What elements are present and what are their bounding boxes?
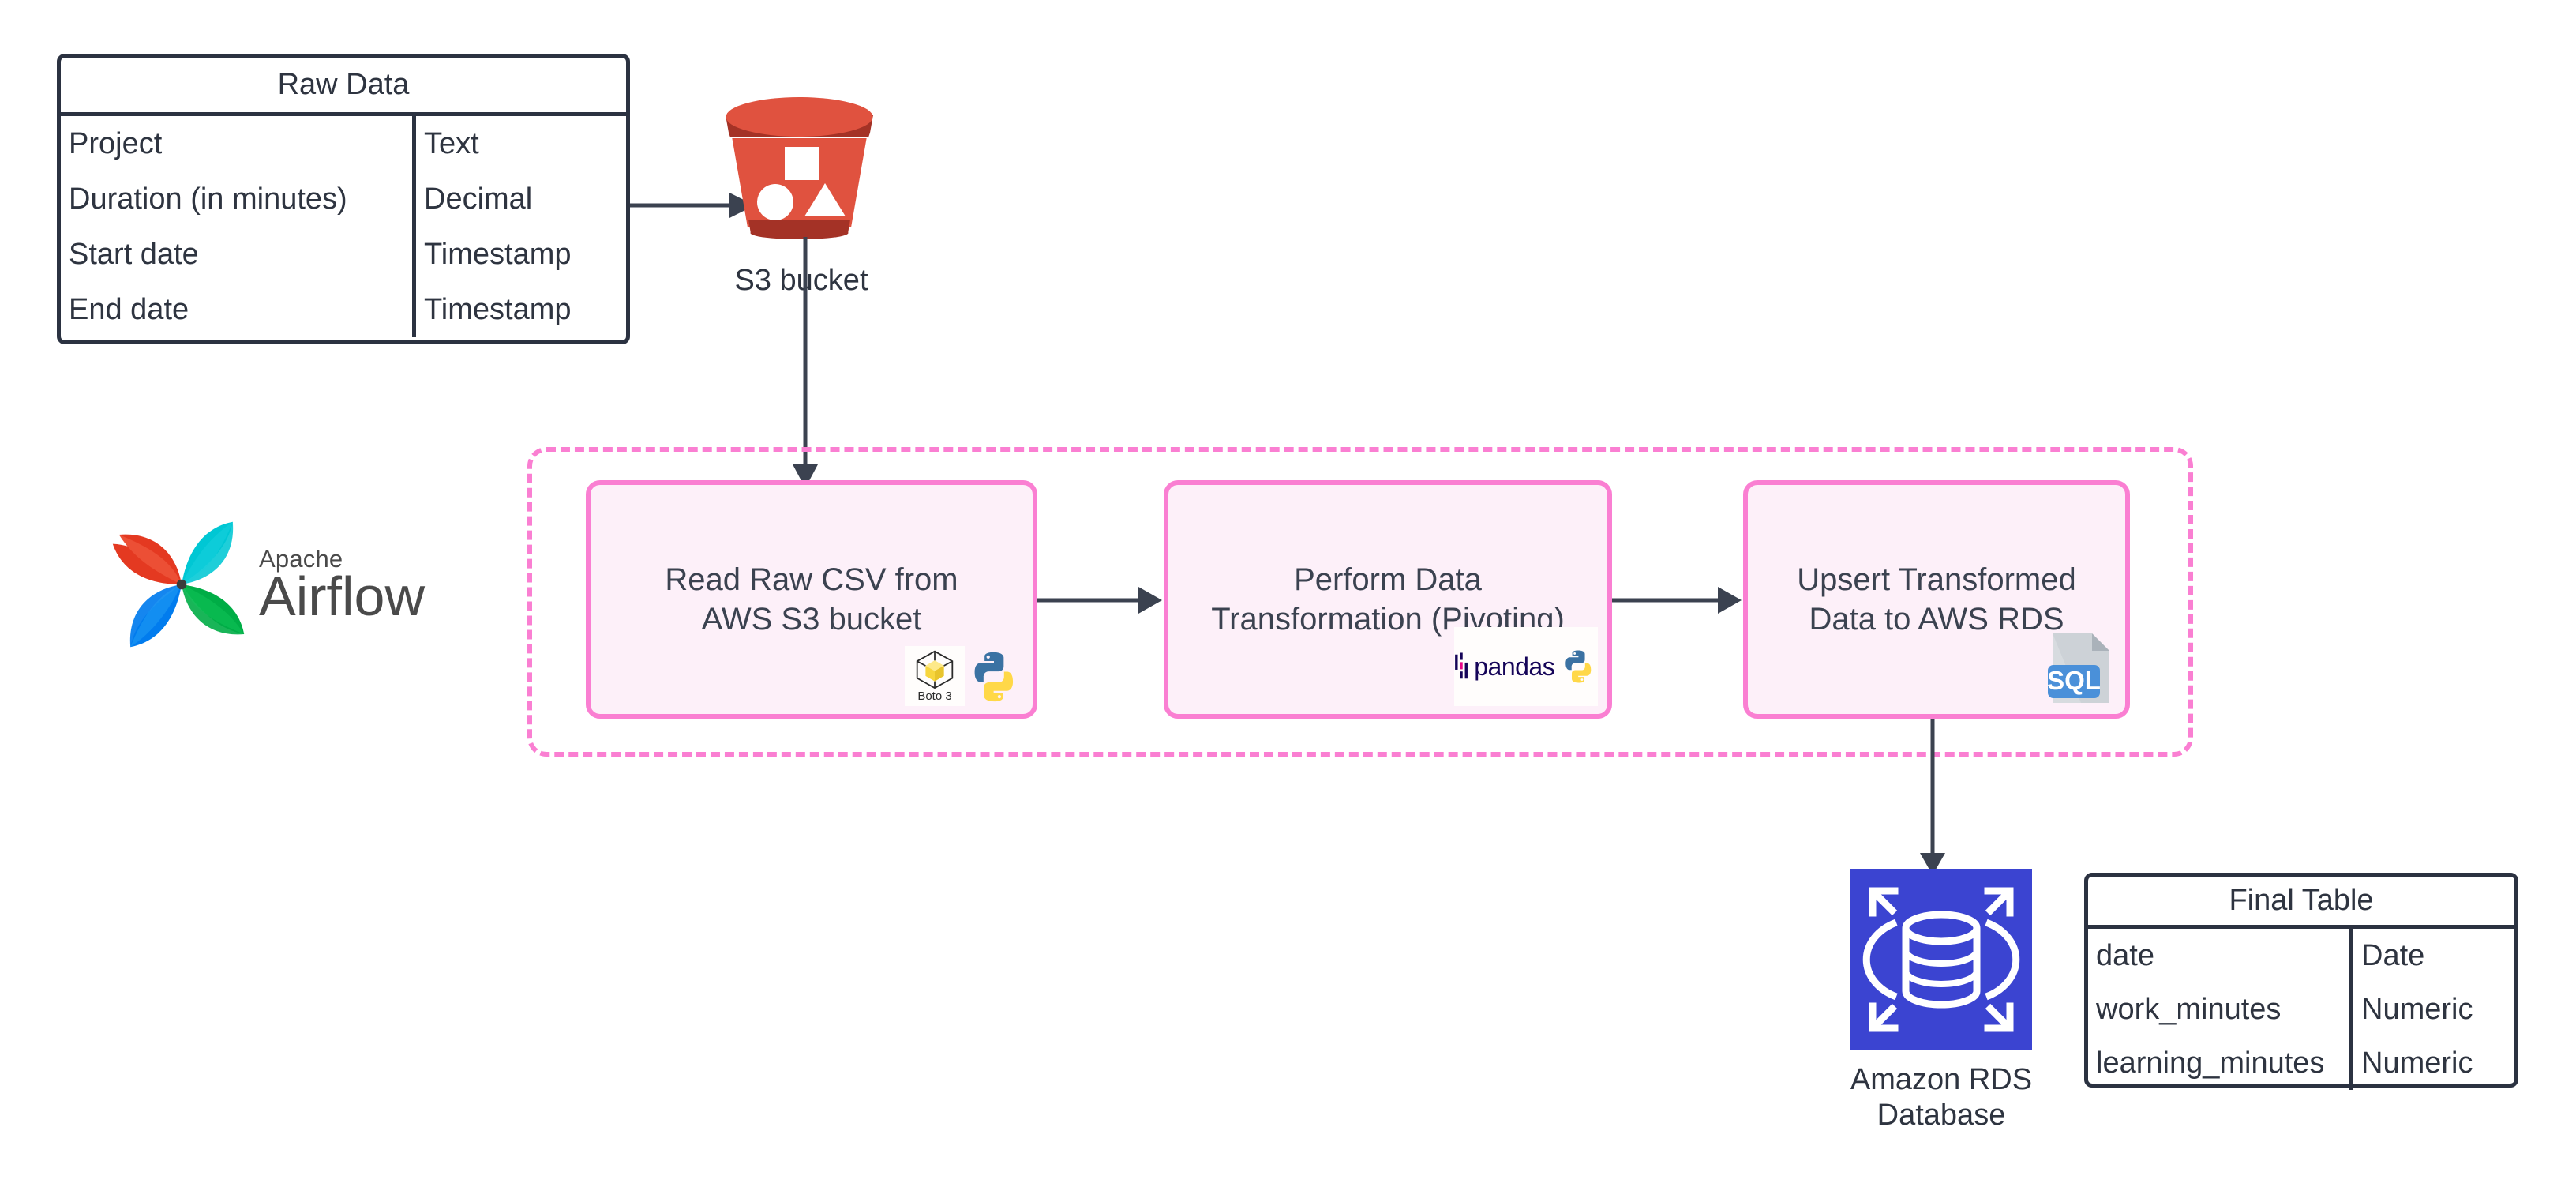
- table-cell-field: work_minutes: [2088, 982, 2353, 1036]
- table-cell-field: Duration (in minutes): [61, 171, 416, 227]
- amazon-rds-icon: [1850, 869, 2032, 1050]
- airflow-apache-text: Apache: [259, 545, 343, 573]
- pandas-bars-glyph: [1455, 652, 1468, 679]
- table-row: Project Text: [61, 116, 626, 171]
- task-transform-data-icons: pandas: [1454, 627, 1598, 706]
- airflow-wordmark: Apache Airflow: [259, 545, 425, 624]
- boto3-icon: Boto 3: [905, 646, 965, 706]
- raw-data-table-title: Raw Data: [61, 58, 626, 116]
- pandas-icon: pandas: [1454, 627, 1598, 706]
- table-row: Duration (in minutes) Decimal: [61, 171, 626, 227]
- airflow-dag-container: [527, 447, 2193, 757]
- task-label-line1: Upsert Transformed: [1797, 562, 2076, 597]
- task-label-line2: AWS S3 bucket: [701, 602, 922, 637]
- table-row: End date Timestamp: [61, 282, 626, 337]
- task-label-line2: Data to AWS RDS: [1809, 602, 2064, 637]
- table-row: Start date Timestamp: [61, 227, 626, 282]
- raw-data-table: Raw Data Project Text Duration (in minut…: [57, 54, 630, 344]
- table-row: work_minutes Numeric: [2088, 982, 2514, 1036]
- amazon-rds-caption-line2: Database: [1877, 1098, 2006, 1132]
- table-row: learning_minutes Numeric: [2088, 1036, 2514, 1090]
- boto3-label: Boto 3: [917, 689, 952, 703]
- pandas-label: pandas: [1474, 652, 1555, 681]
- s3-bucket-caption: S3 bucket: [734, 264, 868, 297]
- amazon-rds-caption-line1: Amazon RDS: [1850, 1063, 2033, 1096]
- task-transform-data[interactable]: Perform Data Transformation (Pivoting) p…: [1164, 480, 1612, 719]
- task-read-raw-csv[interactable]: Read Raw CSV from AWS S3 bucket Boto 3: [586, 480, 1037, 719]
- task-read-raw-csv-icons: Boto 3: [905, 646, 1023, 706]
- task-upsert-rds-icons: SQL: [2046, 630, 2116, 706]
- table-cell-type: Timestamp: [424, 292, 572, 326]
- task-upsert-rds-label: Upsert Transformed Data to AWS RDS: [1748, 560, 2125, 639]
- s3-bucket-icon: [726, 97, 873, 239]
- final-table-body: date Date work_minutes Numeric learning_…: [2088, 929, 2514, 1090]
- table-cell-type: Text: [424, 126, 479, 160]
- raw-data-table-body: Project Text Duration (in minutes) Decim…: [61, 116, 626, 337]
- table-cell-field: End date: [61, 282, 416, 337]
- task-upsert-rds[interactable]: Upsert Transformed Data to AWS RDS SQL: [1743, 480, 2130, 719]
- task-label-line1: Read Raw CSV from: [665, 562, 958, 597]
- apache-airflow-logo: Apache Airflow: [111, 513, 513, 656]
- amazon-rds-caption: Amazon RDS Database: [1803, 1062, 2079, 1133]
- boto3-cube-glyph: [916, 650, 954, 689]
- table-row: date Date: [2088, 929, 2514, 982]
- table-cell-type: Decimal: [424, 182, 533, 216]
- amazon-rds: [1850, 869, 2032, 1050]
- table-cell-type: Numeric: [2361, 992, 2473, 1026]
- final-table-title: Final Table: [2088, 877, 2514, 929]
- task-label-line1: Perform Data: [1294, 562, 1482, 597]
- s3-bucket: [707, 93, 892, 243]
- airflow-name-text: Airflow: [259, 565, 426, 627]
- python-icon: [1565, 650, 1592, 683]
- sql-file-icon: SQL: [2047, 633, 2109, 703]
- table-cell-field: Start date: [61, 227, 416, 282]
- table-cell-field: date: [2088, 929, 2353, 982]
- table-cell-type: Timestamp: [424, 237, 572, 271]
- table-cell-field: learning_minutes: [2088, 1036, 2353, 1090]
- table-cell-type: Numeric: [2361, 1046, 2473, 1080]
- table-cell-field: Project: [61, 116, 416, 171]
- task-read-raw-csv-label: Read Raw CSV from AWS S3 bucket: [591, 560, 1033, 639]
- table-cell-type: Date: [2361, 938, 2425, 972]
- python-icon: [974, 652, 1014, 702]
- final-table: Final Table date Date work_minutes Numer…: [2084, 873, 2518, 1090]
- sql-badge-text: SQL: [2047, 666, 2101, 695]
- airflow-pinwheel-icon: [112, 521, 245, 648]
